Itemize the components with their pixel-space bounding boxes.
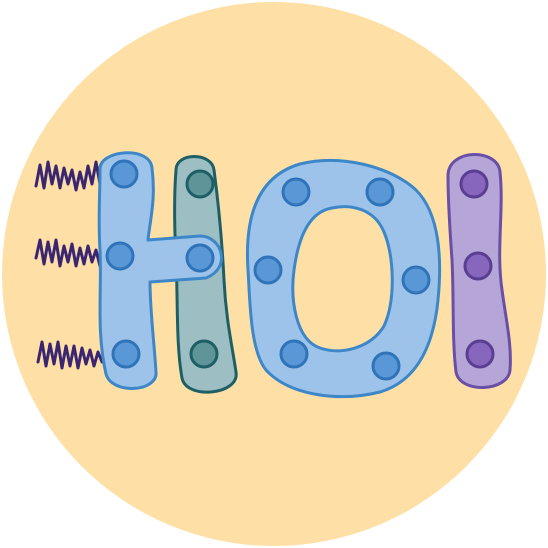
letter-o-shape <box>245 158 442 399</box>
dot-icon <box>465 339 495 369</box>
squiggle-icon <box>34 160 110 192</box>
dot-icon <box>189 339 219 369</box>
dot-icon <box>185 169 215 199</box>
dot-icon <box>109 159 139 189</box>
dot-icon <box>111 339 141 369</box>
squiggles-group <box>34 160 112 370</box>
dot-icon <box>279 339 309 369</box>
dot-icon <box>253 255 283 285</box>
dot-icon <box>365 177 395 207</box>
squiggle-icon <box>36 340 112 370</box>
letter-h-shape <box>97 151 223 390</box>
dot-icon <box>459 169 489 199</box>
dot-icon <box>185 243 215 273</box>
dot-icon <box>281 177 311 207</box>
dot-icon <box>371 351 401 381</box>
dot-icon <box>463 251 493 281</box>
dots-group <box>105 159 495 381</box>
squiggle-icon <box>34 238 110 268</box>
dot-icon <box>401 265 431 295</box>
dot-icon <box>105 241 135 271</box>
